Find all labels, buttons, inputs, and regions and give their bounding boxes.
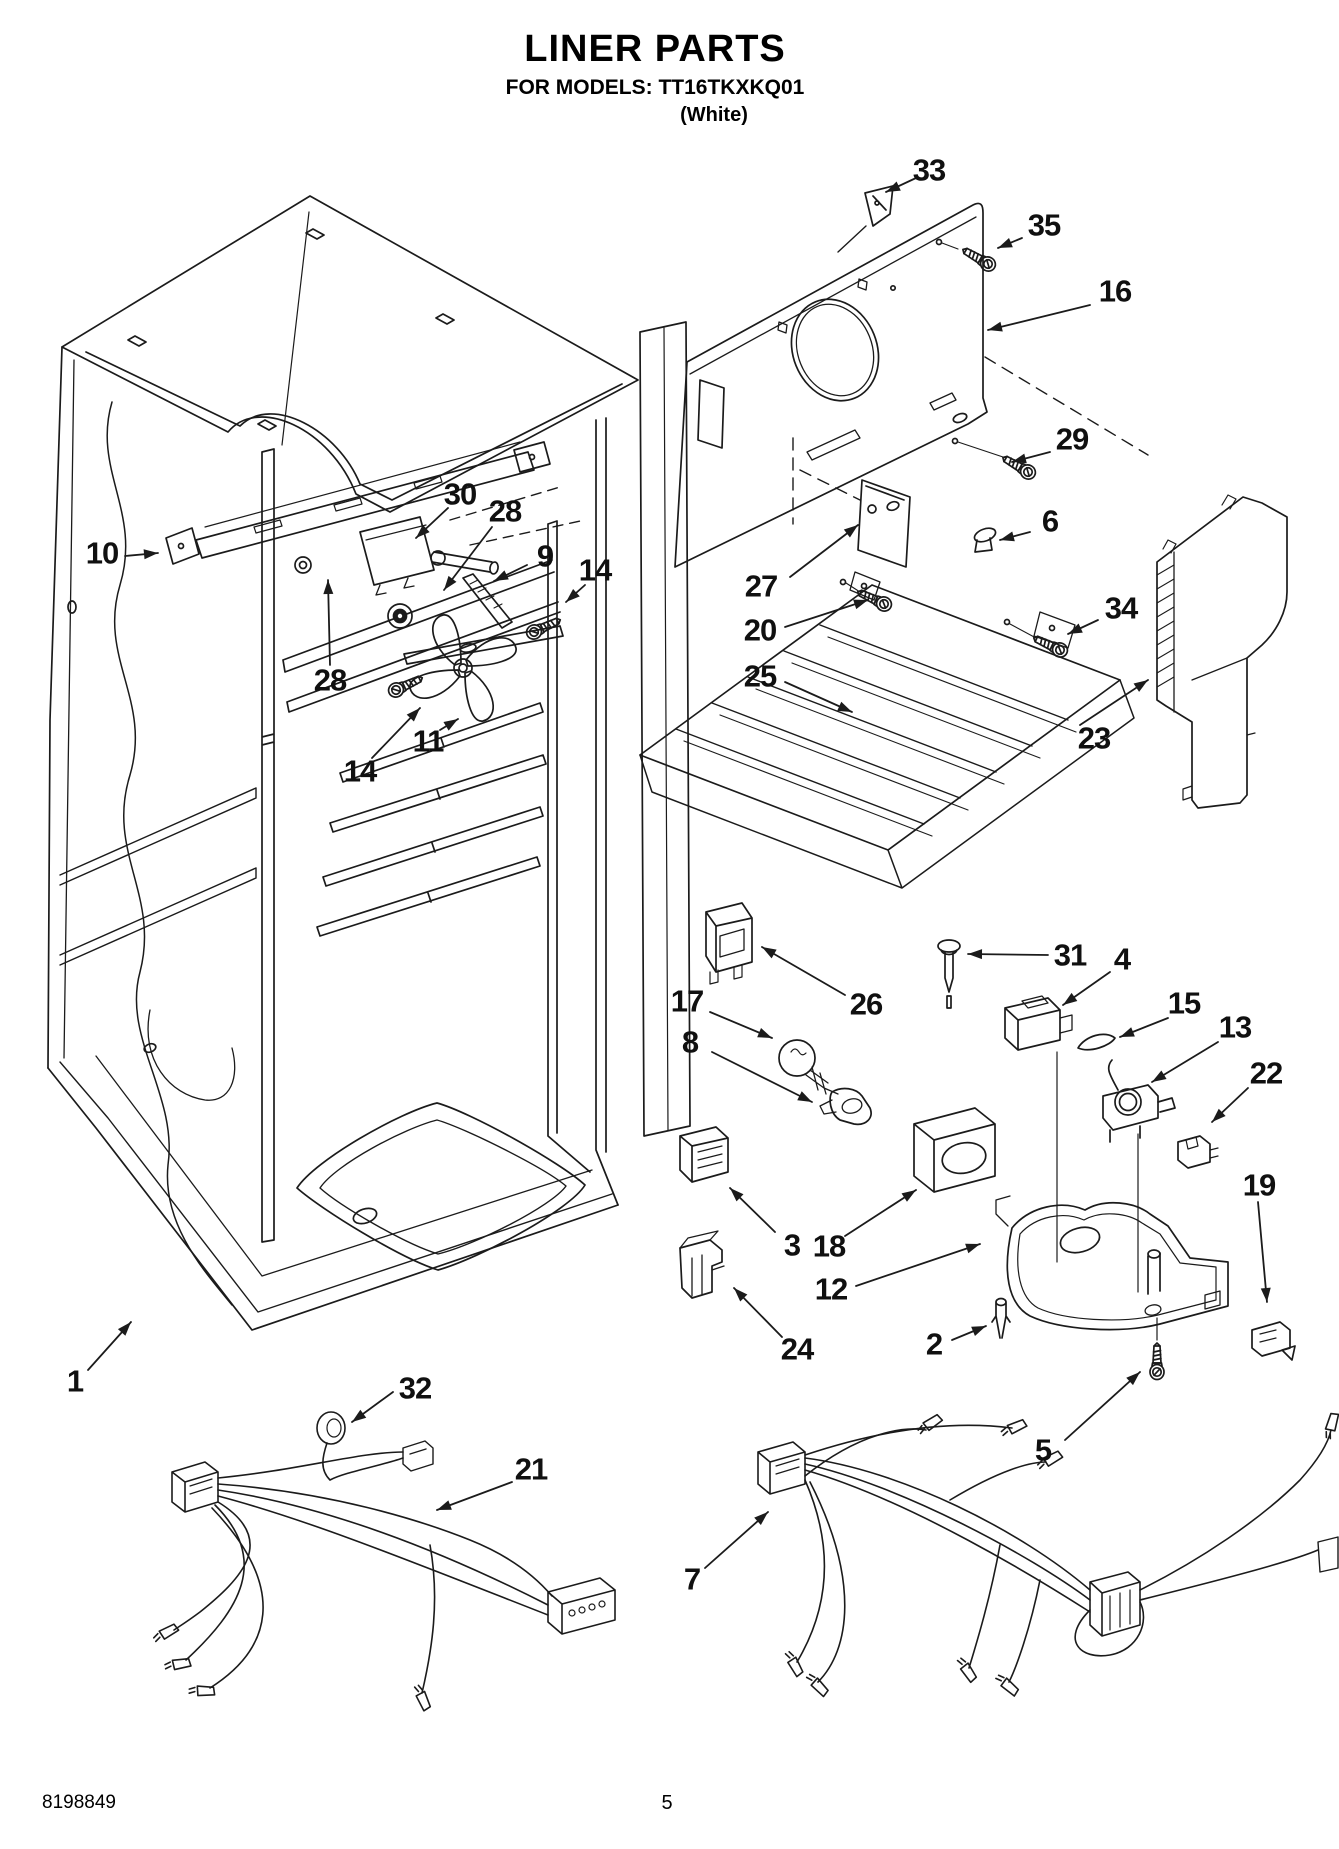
callout-leader-arrows [87, 177, 1271, 1569]
finish-line: (White) [680, 104, 748, 127]
title-block: LINER PARTS FOR MODELS: TT16TKXKQ01 (Whi… [0, 28, 1310, 127]
callout-21: 21 [514, 1451, 548, 1487]
callout-12: 12 [814, 1271, 848, 1307]
callout-26: 26 [849, 986, 883, 1022]
document-number: 8198849 [42, 1792, 116, 1813]
callout-28: 28 [313, 662, 347, 698]
callout-24: 24 [780, 1331, 814, 1367]
callout-10: 10 [85, 535, 119, 571]
wire-harness-right [757, 1410, 1339, 1700]
callout-19: 19 [1242, 1167, 1276, 1203]
callout-2: 2 [925, 1326, 943, 1362]
callout-35: 35 [1027, 207, 1061, 243]
wire-harness-left [150, 1411, 616, 1713]
callout-27: 27 [744, 568, 778, 604]
callout-1: 1 [66, 1363, 84, 1399]
callout-23: 23 [1077, 720, 1111, 756]
page-title: LINER PARTS [524, 28, 786, 70]
callout-20: 20 [743, 612, 777, 648]
callout-22: 22 [1249, 1055, 1283, 1091]
callout-4: 4 [1113, 941, 1131, 977]
evaporator-cover-panel [674, 185, 1149, 615]
callout-6: 6 [1041, 503, 1059, 539]
callout-3: 3 [783, 1227, 801, 1263]
callout-31: 31 [1053, 937, 1087, 973]
callout-29: 29 [1055, 421, 1089, 457]
callout-28: 28 [488, 493, 522, 529]
callout-5: 5 [1034, 1432, 1052, 1468]
callout-33: 33 [912, 152, 946, 188]
callout-14: 14 [578, 552, 612, 588]
callout-18: 18 [812, 1228, 846, 1264]
callout-25: 25 [743, 658, 777, 694]
callout-32: 32 [398, 1370, 432, 1406]
callout-30: 30 [443, 476, 477, 512]
callout-14: 14 [343, 753, 377, 789]
small-parts [679, 902, 1296, 1381]
callout-11: 11 [412, 723, 445, 759]
callout-16: 16 [1098, 273, 1132, 309]
cabinet-liner [47, 195, 691, 1331]
top-bracket [165, 441, 551, 565]
callout-9: 9 [536, 538, 554, 574]
models-line: FOR MODELS: TT16TKXKQ01 [505, 75, 805, 99]
callout-15: 15 [1167, 985, 1201, 1021]
air-duct-tower [1156, 494, 1288, 809]
callout-17: 17 [670, 983, 704, 1019]
ribbed-shelf-tray [639, 571, 1135, 1009]
callout-13: 13 [1218, 1009, 1252, 1045]
callout-7: 7 [683, 1561, 701, 1597]
callout-8: 8 [681, 1024, 699, 1060]
callout-34: 34 [1104, 590, 1138, 626]
page-number: 5 [661, 1792, 673, 1814]
